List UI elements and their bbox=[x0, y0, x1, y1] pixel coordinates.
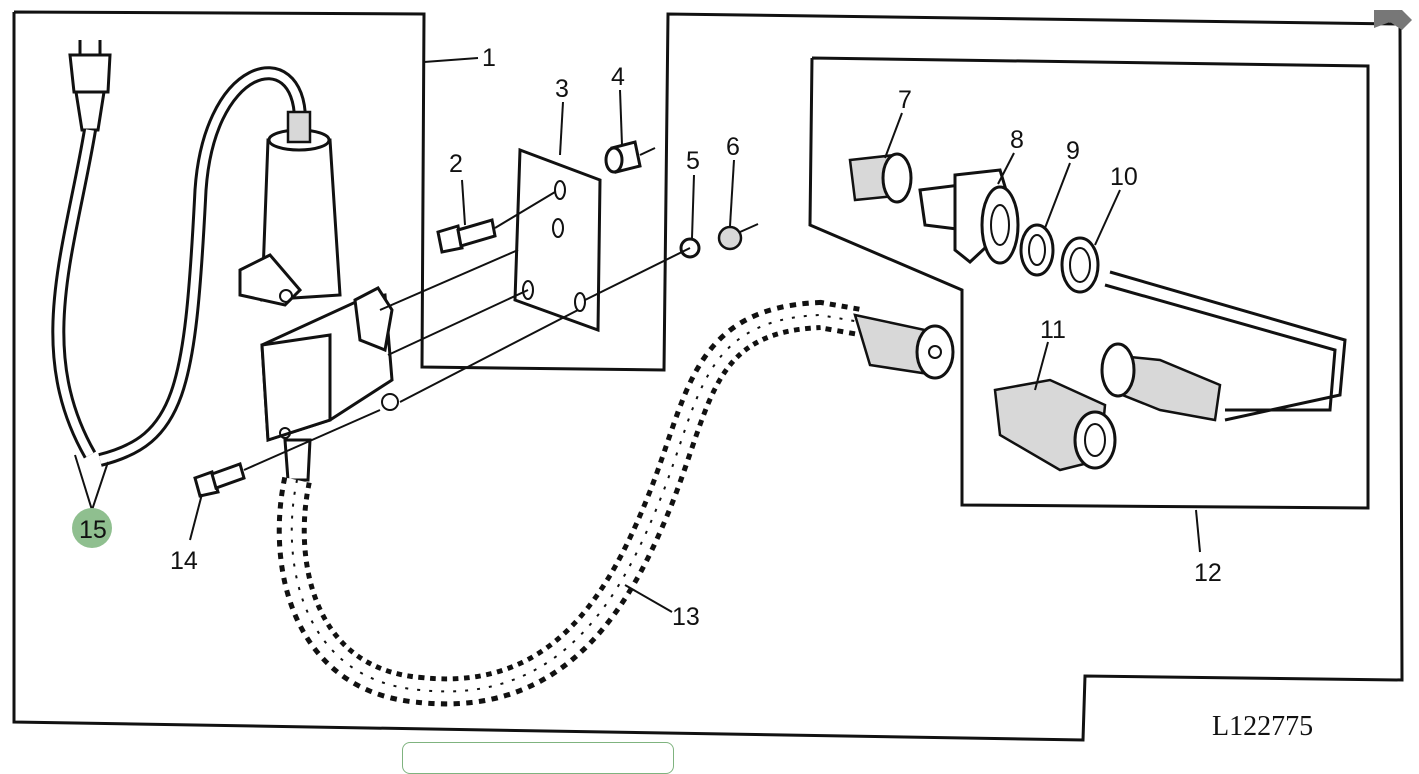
callout-6[interactable]: 6 bbox=[726, 133, 740, 161]
callout-7[interactable]: 7 bbox=[898, 86, 912, 114]
housing bbox=[260, 286, 399, 482]
spacer bbox=[604, 140, 656, 174]
callout-10[interactable]: 10 bbox=[1110, 163, 1138, 191]
callout-12[interactable]: 12 bbox=[1194, 559, 1222, 587]
parts-diagram: 1 2 3 4 5 6 7 8 9 10 11 12 13 14 15 L122… bbox=[12, 10, 1404, 742]
flag-icon[interactable] bbox=[1372, 8, 1419, 38]
callout-14[interactable]: 14 bbox=[170, 547, 198, 575]
kit-parts bbox=[848, 152, 1347, 472]
kit-frame bbox=[808, 56, 1370, 510]
reference-code: L122775 bbox=[1212, 711, 1313, 742]
callout-3[interactable]: 3 bbox=[555, 75, 569, 103]
callout-15[interactable]: 15 bbox=[79, 516, 107, 544]
callout-8[interactable]: 8 bbox=[1010, 126, 1024, 154]
bolt bbox=[436, 191, 556, 254]
callout-2[interactable]: 2 bbox=[449, 150, 463, 178]
callout-15-highlight bbox=[72, 508, 112, 548]
hose-connector bbox=[853, 313, 955, 380]
callout-9[interactable]: 9 bbox=[1066, 137, 1080, 165]
power-cord bbox=[51, 40, 307, 467]
screw bbox=[193, 409, 381, 498]
leader-lines bbox=[74, 57, 1201, 613]
bottom-panel[interactable] bbox=[402, 742, 674, 774]
callout-13[interactable]: 13 bbox=[672, 603, 700, 631]
callout-11[interactable]: 11 bbox=[1040, 316, 1066, 344]
heater-plug bbox=[238, 110, 342, 307]
bracket bbox=[513, 147, 602, 333]
callout-1[interactable]: 1 bbox=[482, 44, 496, 72]
nut bbox=[717, 225, 743, 251]
callout-4[interactable]: 4 bbox=[611, 63, 625, 91]
callout-5[interactable]: 5 bbox=[686, 147, 700, 175]
